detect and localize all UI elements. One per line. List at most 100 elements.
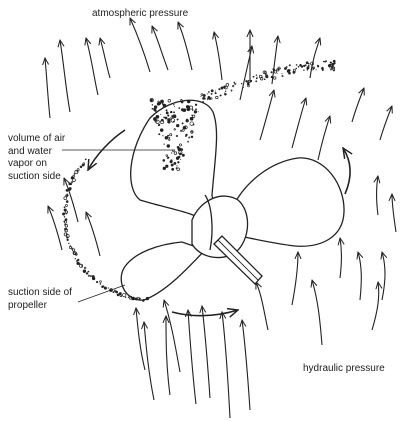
- bubble: [221, 87, 224, 90]
- bubble: [83, 270, 86, 273]
- flow-line-28: [358, 252, 361, 300]
- bubble: [100, 281, 102, 283]
- bubble: [167, 120, 170, 123]
- bubble: [231, 90, 232, 91]
- flow-line-25: [292, 252, 298, 305]
- bubble: [158, 102, 161, 105]
- bubble: [164, 143, 165, 144]
- bubble: [167, 144, 170, 147]
- bubble: [288, 72, 291, 75]
- bubble: [64, 216, 65, 217]
- flow-line-34: [202, 306, 210, 398]
- flow-line-20: [48, 206, 62, 250]
- bubble: [245, 80, 247, 82]
- bubble: [160, 128, 164, 132]
- rotation-arrow-bottom: [172, 310, 238, 316]
- bubble: [317, 65, 319, 67]
- bubble: [274, 71, 277, 74]
- flow-line-4: [100, 38, 110, 78]
- bubble: [158, 124, 160, 126]
- bubble: [165, 165, 168, 168]
- bubble: [179, 153, 182, 156]
- bubble: [162, 135, 163, 136]
- bubble: [84, 267, 86, 269]
- bubble: [165, 117, 168, 120]
- atmospheric-pressure-label: atmospheric pressure: [92, 8, 188, 21]
- bubble: [235, 83, 236, 84]
- bubble: [154, 105, 157, 108]
- bubble: [180, 148, 183, 151]
- bubble: [62, 212, 65, 215]
- bubble: [303, 69, 304, 70]
- bubble: [288, 69, 290, 71]
- bubble: [132, 297, 135, 300]
- right-blade: [232, 158, 344, 246]
- bubble: [198, 111, 199, 112]
- bubble: [207, 93, 208, 94]
- bubble: [331, 69, 332, 70]
- flow-line-27: [340, 238, 342, 278]
- flow-line-8: [214, 32, 222, 80]
- bubble: [225, 91, 226, 92]
- bubble: [182, 154, 185, 157]
- flow-line-24: [256, 282, 268, 330]
- bubble: [226, 84, 229, 87]
- bubble: [178, 147, 181, 150]
- bubble: [66, 200, 69, 203]
- bubble: [171, 168, 174, 171]
- bubble: [68, 183, 71, 186]
- bubble: [277, 73, 278, 74]
- flow-line-36: [242, 320, 250, 410]
- bubble: [219, 88, 221, 90]
- flow-line-14: [292, 98, 306, 148]
- bubble: [187, 100, 190, 103]
- bubble: [220, 95, 221, 96]
- bubble: [208, 91, 210, 93]
- bubble: [74, 173, 76, 175]
- flow-line-1: [45, 58, 50, 118]
- bubble: [325, 61, 326, 62]
- bubble: [139, 298, 141, 300]
- bubble: [207, 99, 208, 100]
- bubble: [173, 162, 176, 165]
- bubble: [174, 106, 175, 107]
- bubble: [66, 236, 68, 238]
- flow-line-26: [312, 280, 322, 345]
- bubble: [201, 96, 202, 97]
- bubble: [170, 159, 172, 161]
- bubble: [195, 104, 197, 106]
- bubble: [308, 63, 310, 65]
- bubble: [75, 258, 76, 259]
- bubble: [154, 109, 156, 111]
- rotation-arrow-right: [343, 148, 350, 194]
- bubble: [316, 69, 317, 70]
- bubble: [176, 124, 179, 127]
- bubble: [146, 297, 149, 300]
- bubble: [209, 98, 211, 100]
- bubble: [286, 66, 287, 67]
- flow-line-35: [222, 312, 230, 418]
- bubble: [66, 213, 68, 215]
- bubble: [115, 291, 118, 294]
- bubble: [158, 133, 160, 135]
- bubble: [271, 71, 273, 73]
- bubble: [322, 69, 324, 71]
- bubble: [296, 64, 297, 65]
- bubble: [234, 82, 235, 83]
- bubble: [66, 194, 68, 196]
- flow-line-12: [310, 38, 320, 78]
- bubble: [167, 157, 169, 159]
- bubble: [331, 64, 332, 65]
- bubble: [123, 293, 126, 296]
- bubble: [177, 119, 179, 121]
- bubble: [82, 164, 85, 167]
- bubble: [87, 271, 89, 273]
- bubble: [215, 92, 217, 94]
- bubble: [76, 262, 79, 265]
- bubble: [281, 73, 282, 74]
- bubble: [255, 80, 257, 82]
- bubble: [333, 60, 336, 63]
- bubble: [125, 297, 126, 298]
- bubble: [180, 159, 181, 160]
- bubble: [181, 108, 184, 111]
